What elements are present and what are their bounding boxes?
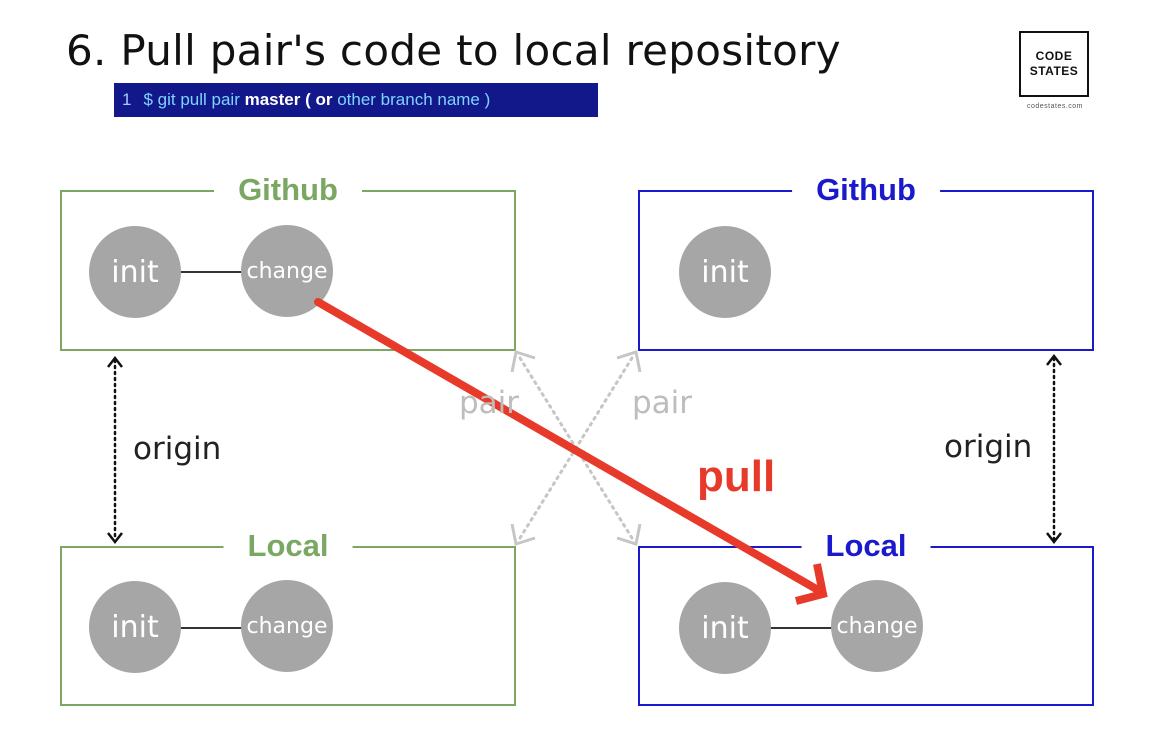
right-local-commit-link	[770, 627, 834, 629]
left-local-change-node: change	[241, 580, 333, 672]
pair-label-right: pair	[632, 385, 693, 421]
logo-caption: codestates.com	[1026, 103, 1084, 110]
left-github-commit-link	[180, 271, 244, 273]
logo-line-1: CODE	[1035, 49, 1073, 63]
right-local-init-node: init	[679, 582, 771, 674]
code-command: $ git pull pair	[143, 90, 245, 109]
left-local-init-node: init	[89, 581, 181, 673]
left-local-label: Local	[223, 526, 353, 566]
left-github-label: Github	[214, 170, 362, 210]
pull-label: pull	[697, 452, 776, 501]
right-github-box: Github	[638, 170, 1094, 351]
left-local-box: Local	[60, 526, 516, 706]
left-github-init-node: init	[89, 226, 181, 318]
right-local-box: Local	[638, 526, 1094, 706]
left-origin-arrow	[107, 355, 123, 545]
right-origin-label: origin	[944, 429, 1033, 465]
left-github-box: Github	[60, 170, 516, 351]
left-origin-label: origin	[133, 431, 222, 467]
right-local-label: Local	[801, 526, 931, 566]
code-rest: other branch name )	[332, 90, 491, 109]
code-or: or	[315, 90, 333, 109]
code-snippet: 1 $ git pull pair master ( or other bran…	[114, 83, 598, 117]
right-github-label: Github	[792, 170, 940, 210]
pull-arrow	[314, 298, 828, 605]
code-line-number: 1	[122, 90, 132, 109]
left-local-commit-link	[180, 627, 244, 629]
code-branch: master	[244, 90, 301, 109]
right-github-init-node: init	[679, 226, 771, 318]
pair-label-left: pair	[459, 385, 520, 421]
right-origin-arrow	[1046, 353, 1062, 545]
code-open-paren: (	[300, 90, 316, 109]
right-local-change-node: change	[831, 580, 923, 672]
logo-line-2: STATES	[1029, 64, 1079, 78]
page-title: 6. Pull pair's code to local repository	[66, 26, 841, 75]
codestates-logo: CODE STATES	[1019, 31, 1089, 97]
